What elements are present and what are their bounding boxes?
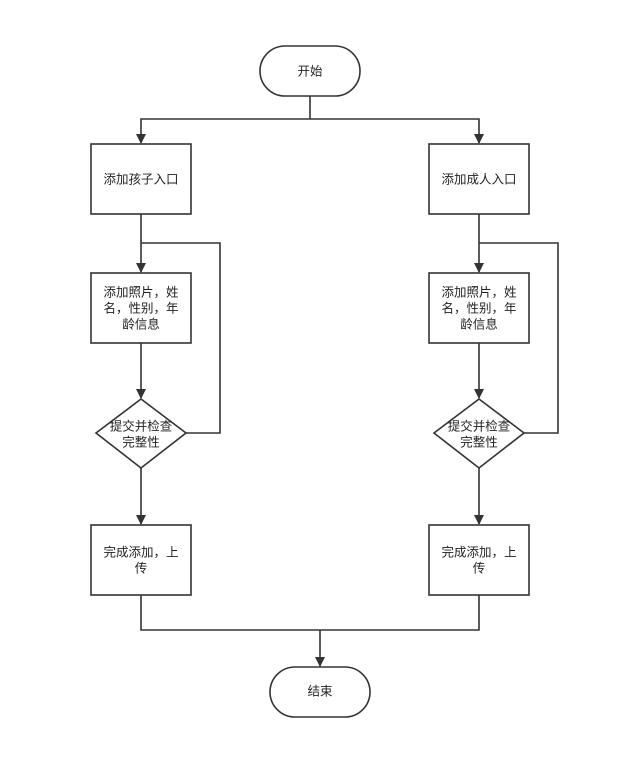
right-info-line-2: 名，性别，年 <box>441 301 516 316</box>
right-done-line-2: 传 <box>473 561 486 576</box>
left-info-line-1: 添加照片，姓 <box>103 285 178 300</box>
right-info-node: 添加照片，姓 名，性别，年 龄信息 <box>428 272 530 344</box>
connectors <box>136 96 559 667</box>
start-label: 开始 <box>297 64 323 79</box>
left-info-line-2: 名，性别，年 <box>103 301 178 316</box>
left-info-line-3: 龄信息 <box>122 317 160 332</box>
left-check-line-2: 完整性 <box>122 435 160 450</box>
left-info-node: 添加照片，姓 名，性别，年 龄信息 <box>90 272 192 344</box>
right-info-line-1: 添加照片，姓 <box>441 285 516 300</box>
left-entry-node: 添加孩子入口 <box>90 143 192 215</box>
edge-split-right-entry <box>310 118 484 144</box>
end-node: 结束 <box>269 666 371 718</box>
right-check-decision: 提交并检查 完整性 <box>432 397 526 470</box>
left-done-line-2: 传 <box>135 561 148 576</box>
edge-split-left-entry <box>136 118 310 144</box>
start-node: 开始 <box>259 45 361 97</box>
edge-right-loop-back <box>479 242 559 434</box>
right-done-line-1: 完成添加，上 <box>441 545 516 560</box>
left-check-line-1: 提交并检查 <box>110 419 173 434</box>
right-check-line-1: 提交并检查 <box>448 419 511 434</box>
right-info-line-3: 龄信息 <box>460 317 498 332</box>
edge-left-loop-back <box>141 242 221 434</box>
right-done-node: 完成添加，上 传 <box>428 524 530 596</box>
right-entry-label: 添加成人入口 <box>441 172 516 187</box>
edge-right-done-merge <box>320 595 480 631</box>
end-label: 结束 <box>307 684 333 699</box>
left-done-node: 完成添加，上 传 <box>90 524 192 596</box>
left-entry-label: 添加孩子入口 <box>103 172 178 187</box>
right-check-line-2: 完整性 <box>460 435 498 450</box>
left-check-decision: 提交并检查 完整性 <box>94 397 188 470</box>
edge-left-done-merge <box>140 595 320 631</box>
left-done-line-1: 完成添加，上 <box>103 545 178 560</box>
right-entry-node: 添加成人入口 <box>428 143 530 215</box>
